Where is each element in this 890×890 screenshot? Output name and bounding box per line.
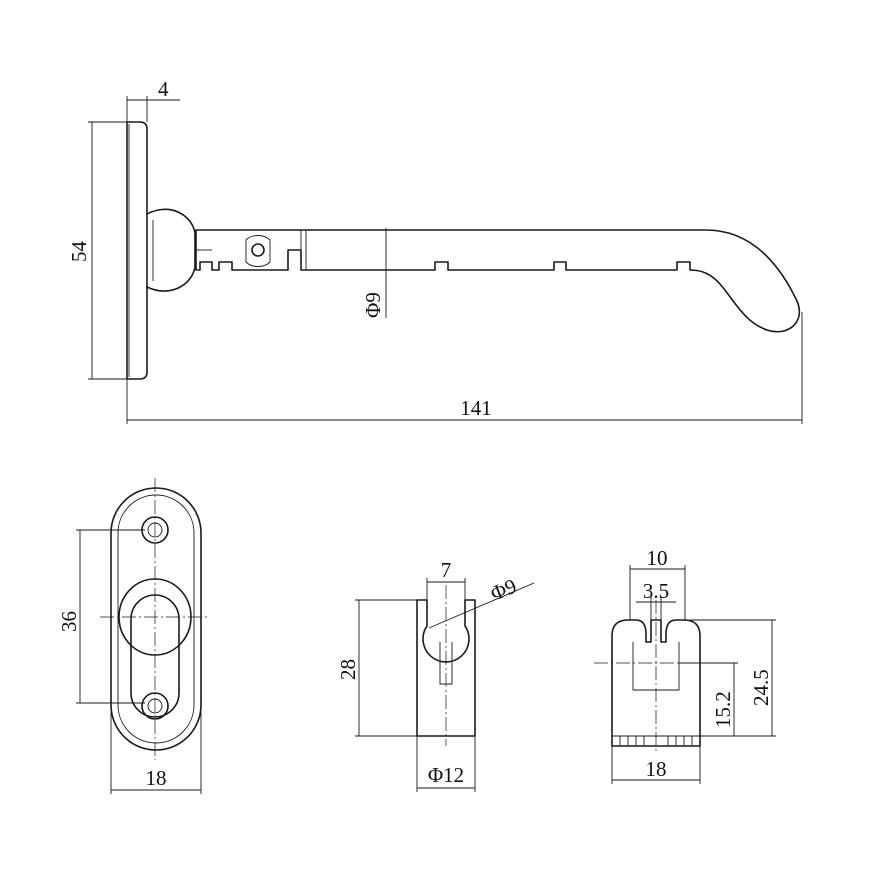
plate-thickness-label: 4 [158,77,169,101]
rod-diameter-label: Φ9 [361,292,385,318]
plate-height-label: 54 [67,241,91,263]
slot-width-label: 7 [441,558,452,582]
ball-joint [146,208,196,292]
base-view-dimensions: 36 18 [57,529,202,794]
wall-plate [126,121,148,380]
hinge-detail [619,736,693,746]
clip-height-label: 28 [336,659,360,680]
bottom-width-label: 18 [646,757,667,781]
clip-view [416,585,476,746]
inner-height-label: 15.2 [711,691,735,728]
base-plate-inner [117,494,195,744]
top-width-label: 10 [647,546,668,570]
base-view [100,478,210,760]
rod-arm [195,229,801,333]
end-view-dimensions: 10 3.5 15.2 24.5 18 [611,546,776,784]
overall-length-label: 141 [460,396,492,420]
side-view [126,121,801,380]
slot-width-end-label: 3.5 [643,579,669,603]
rivet-pin [251,243,265,257]
total-height-label: 24.5 [749,669,773,706]
end-view [594,600,716,752]
base-width-label: 18 [146,766,167,790]
base-plate-outer [110,487,202,751]
outer-diameter-label: Φ12 [428,763,464,787]
side-view-dimensions: 4 54 Φ9 141 [67,77,803,424]
hole-spacing-label: 36 [57,611,81,632]
clip-view-dimensions: 7 Φ9 28 Φ12 [336,558,535,792]
